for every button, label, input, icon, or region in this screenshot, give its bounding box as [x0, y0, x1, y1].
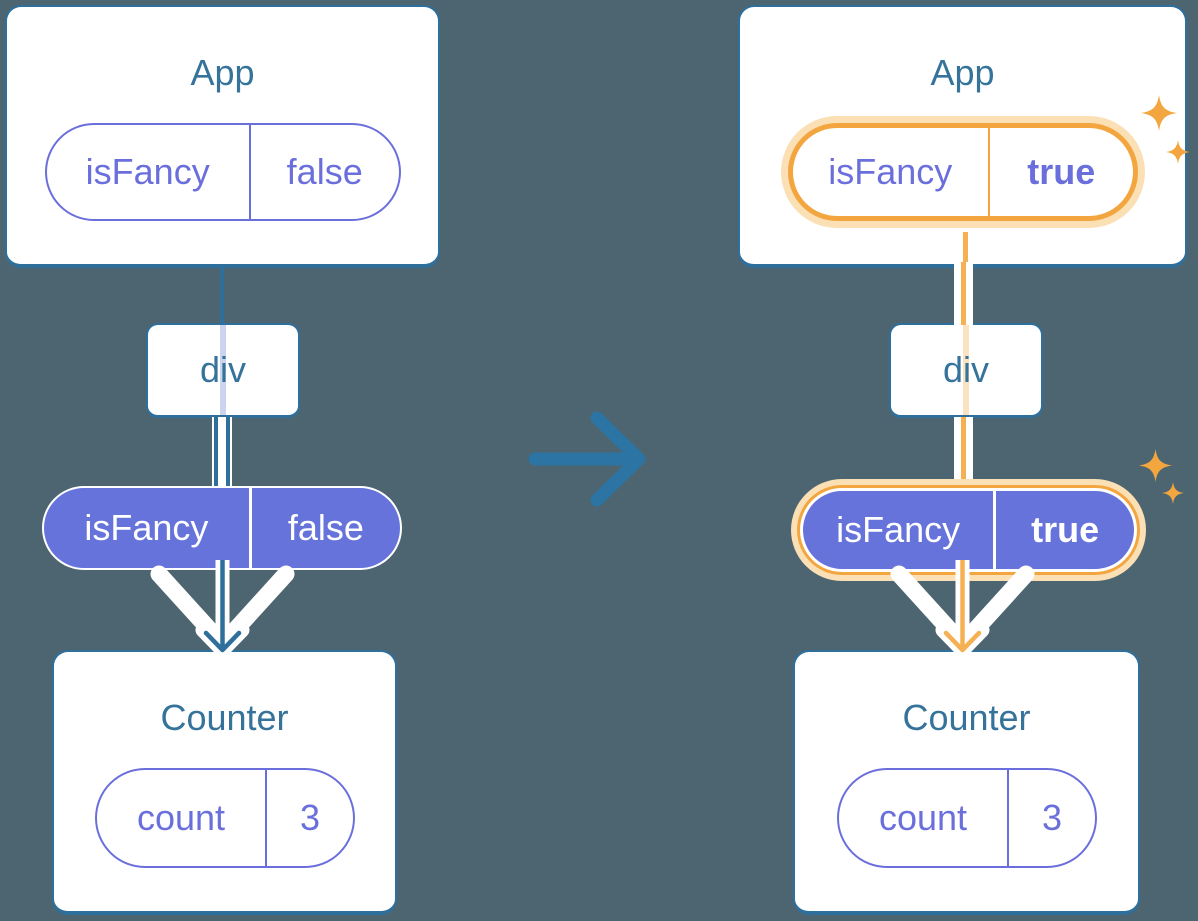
state-key-label: count: [136, 797, 226, 838]
component-title: Counter: [902, 697, 1031, 738]
prop-pill: isFancy false: [44, 123, 401, 221]
prop-value-label: false: [248, 125, 399, 219]
prop-value-label: false: [248, 488, 400, 568]
state-value-label: 3: [265, 770, 352, 866]
app-component-card: App isFancy true: [738, 5, 1187, 268]
div-element-card: div: [889, 323, 1043, 418]
sparkle-icon: [1166, 140, 1190, 164]
component-title: App: [930, 52, 995, 93]
component-title: Counter: [160, 697, 289, 738]
prop-value-label: true: [993, 491, 1134, 569]
flow-down-arrow-icon: [890, 560, 1035, 658]
counter-component-card: Counter count 3: [793, 650, 1140, 915]
prop-connector-double-line: [212, 417, 232, 487]
sparkle-icon: [1162, 482, 1184, 504]
state-key-label: count: [878, 797, 968, 838]
prop-key-label: isFancy: [85, 151, 210, 192]
flow-down-arrow-icon: [150, 560, 295, 658]
passed-prop-pill: isFancy false: [42, 486, 402, 570]
passed-prop-pill-highlighted: isFancy true: [800, 488, 1137, 572]
prop-passthrough-line: [963, 325, 969, 415]
sparkle-icon: [1141, 95, 1177, 131]
sparkle-icon: [1139, 449, 1172, 482]
prop-passthrough-line: [220, 325, 226, 415]
app-component-card: App isFancy false: [5, 5, 440, 268]
prop-pill-highlighted: isFancy true: [787, 123, 1138, 221]
prop-connector-line: [954, 417, 973, 480]
prop-key-label: isFancy: [84, 507, 209, 548]
div-label: div: [942, 349, 990, 390]
prop-value-label: true: [988, 128, 1133, 216]
state-pill-count: count 3: [94, 768, 355, 868]
transition-arrow-icon: [528, 411, 646, 507]
counter-component-card: Counter count 3: [52, 650, 397, 915]
prop-key-label: isFancy: [828, 151, 953, 192]
prop-connector-line: [220, 265, 224, 325]
state-pill-count: count 3: [836, 768, 1097, 868]
state-value-label: 3: [1007, 770, 1094, 866]
prop-connector-line: [954, 262, 973, 325]
div-element-card: div: [146, 323, 300, 418]
component-title: App: [190, 52, 255, 93]
div-label: div: [199, 349, 247, 390]
prop-connector-line: [963, 232, 968, 266]
prop-key-label: isFancy: [836, 509, 961, 550]
